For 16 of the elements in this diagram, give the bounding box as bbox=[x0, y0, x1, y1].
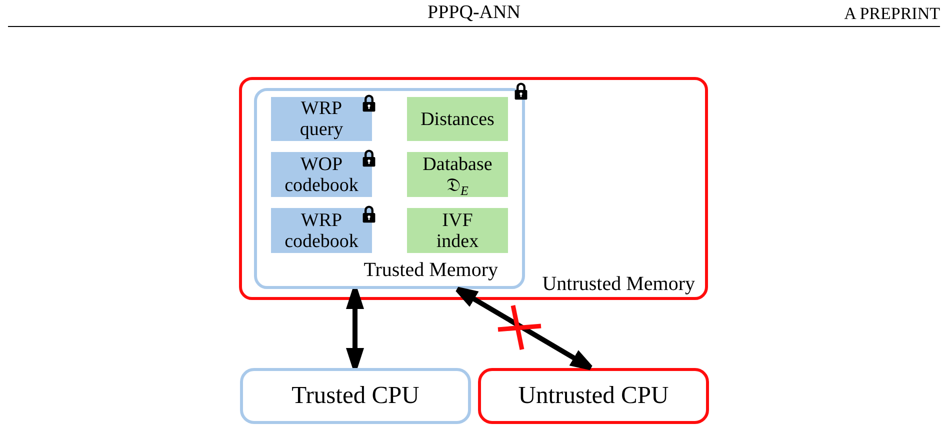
memory-block bbox=[407, 152, 508, 197]
block-label: WRP codebook bbox=[284, 210, 358, 252]
running-header: A PREPRINT bbox=[844, 4, 940, 24]
region-label: Trusted Memory bbox=[364, 259, 498, 281]
block-label: Database 𝔇$_{E}$ bbox=[422, 154, 492, 196]
header-title: PPPQ-ANN bbox=[428, 2, 520, 24]
processor-box: Untrusted CPU bbox=[478, 368, 709, 424]
block-label: WOP codebook bbox=[284, 154, 358, 196]
memory-block bbox=[407, 97, 508, 141]
block-label: Distances bbox=[420, 108, 494, 130]
processor-box: Trusted CPU bbox=[240, 368, 471, 424]
block-label: WRP query bbox=[300, 98, 344, 140]
block-label: IVF index bbox=[436, 210, 479, 252]
memory-block bbox=[407, 208, 508, 253]
region-label: Untrusted Memory bbox=[542, 273, 695, 295]
memory-region-frame bbox=[239, 77, 708, 300]
